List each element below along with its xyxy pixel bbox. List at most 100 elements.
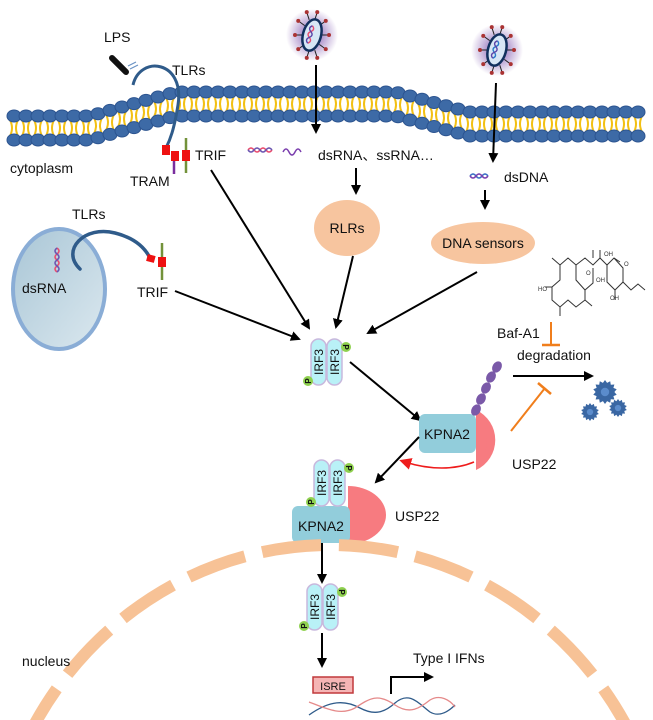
irf3-label: IRF3 xyxy=(312,349,326,375)
virus-genome xyxy=(490,40,498,59)
adaptor-block xyxy=(162,145,170,155)
phospho-group xyxy=(344,463,354,473)
nuclear-envelope-segment xyxy=(598,685,630,720)
svg-text:O: O xyxy=(624,262,629,268)
irf3-monomer xyxy=(322,583,339,631)
cytoplasm-label: cytoplasm xyxy=(10,160,73,176)
degraded-protein-fragments xyxy=(581,380,627,421)
irf3-label: IRF3 xyxy=(308,594,322,620)
nuclear-envelope-segment xyxy=(62,625,114,678)
virus-genome xyxy=(492,40,500,59)
dna-virus-icon xyxy=(471,24,523,76)
virus-spike-tip xyxy=(315,10,320,15)
dsdna-label: dsDNA xyxy=(504,169,549,185)
degraded-fragment-core xyxy=(614,404,622,412)
arrow-dna-sensors-to-irf3 xyxy=(366,271,478,334)
phospho-label: P xyxy=(307,499,316,505)
endosome-dsrna-label: dsRNA xyxy=(22,280,67,296)
irf3-monomer xyxy=(306,583,323,631)
arrow-irf3-to-kpna2 xyxy=(349,361,422,422)
usp22-label-left: USP22 xyxy=(395,508,440,524)
adaptor-block xyxy=(182,150,190,161)
tlr-membrane-receptor xyxy=(131,64,181,149)
phospho-group xyxy=(341,342,351,352)
virus-spike-tip xyxy=(304,55,309,60)
virus-spike-tip xyxy=(293,33,297,37)
phospho-group xyxy=(306,497,316,507)
nuclear-envelope-segment xyxy=(484,579,541,624)
virus-genome xyxy=(305,25,313,44)
rlrs-sensor xyxy=(314,200,380,256)
svg-text:OH: OH xyxy=(604,252,613,258)
kpna2-protein xyxy=(419,414,476,453)
phospho-group xyxy=(337,587,347,597)
nuclear-envelope-segment xyxy=(338,539,400,558)
irf3-label: IRF3 xyxy=(328,349,342,375)
arrow-kpna2-to-import-complex xyxy=(374,436,420,484)
baf-a1-label: Baf-A1 xyxy=(497,325,540,341)
ssrna-strand-icon xyxy=(282,148,302,156)
endosome-dsrna-helix-icon xyxy=(54,247,60,273)
arrow-usp22-deubiquitination xyxy=(399,458,475,470)
svg-text:OH: OH xyxy=(610,296,619,302)
virus-spike-tip xyxy=(489,70,494,75)
irf3-label: IRF3 xyxy=(315,470,329,496)
phospho-label: P xyxy=(337,589,346,595)
lipid-head xyxy=(630,129,646,143)
usp22-label-right: USP22 xyxy=(512,456,557,472)
trif-membrane-label: TRIF xyxy=(195,147,226,163)
kpna2-label: KPNA2 xyxy=(424,426,470,442)
nuclear-envelope-segment xyxy=(119,579,176,624)
virus-spike-tip xyxy=(481,33,486,38)
arrow-dna-virus-entry xyxy=(488,82,499,163)
lps-label: LPS xyxy=(104,29,130,45)
kpna2-protein-complex xyxy=(292,506,350,543)
arrow-trif-endosome-to-irf3 xyxy=(174,290,301,341)
kpna2-usp22-complex: KPNA2 xyxy=(419,361,502,470)
virus-spike-tip xyxy=(478,48,482,52)
type-i-ifns-label: Type I IFNs xyxy=(413,650,485,666)
transcription-start-arrow xyxy=(390,672,434,694)
phospho-label: P xyxy=(341,344,350,350)
virus-spike-tip xyxy=(489,25,494,30)
degraded-fragment-core xyxy=(586,408,594,416)
phospho-group xyxy=(303,376,313,386)
phospho-label: P xyxy=(344,465,353,471)
virus-spike-tip xyxy=(296,47,301,52)
virus-spike-tip xyxy=(508,33,513,38)
irf3-monomer xyxy=(326,338,343,386)
nuclear-envelope-segment xyxy=(30,685,62,720)
bafilomycin-a1-structure xyxy=(545,250,646,316)
nuclear-envelope-segment xyxy=(546,625,598,678)
tram-trif-adaptors xyxy=(162,138,190,174)
virus-spike-tip xyxy=(500,70,505,75)
phospho-label: P xyxy=(304,378,313,384)
bafilomycin-atom-labels: HO OH OH OH O O xyxy=(538,252,629,302)
arrow-trif-membrane-to-irf3 xyxy=(210,169,311,330)
rna-species-label: dsRNA、ssRNA… xyxy=(318,147,434,163)
usp22-inhibition-bar xyxy=(537,382,552,395)
endosome xyxy=(11,227,107,351)
dsdna-helix-icon xyxy=(469,173,489,179)
isre-element xyxy=(312,676,354,694)
virus-spike-tip xyxy=(481,62,486,67)
tlrs-membrane-label: TLRs xyxy=(172,62,205,78)
svg-text:OH: OH xyxy=(596,278,605,284)
dsrna-helix-icon xyxy=(247,147,273,153)
plasma-membrane xyxy=(6,85,646,147)
usp22-inhibition-line xyxy=(510,387,546,432)
virus-genome xyxy=(307,25,315,44)
nuclear-envelope-segment xyxy=(186,550,247,583)
rna-virus-icon xyxy=(286,9,338,61)
irf3-monomer xyxy=(329,459,346,507)
virus-spike-tip xyxy=(327,33,331,37)
virus-spike-tip xyxy=(296,18,301,23)
arrow-rlrs-to-irf3 xyxy=(333,255,354,329)
svg-text:O: O xyxy=(586,271,591,277)
phospho-label: P xyxy=(300,623,309,629)
tram-label: TRAM xyxy=(130,173,170,189)
lipid-head xyxy=(630,105,646,119)
lipid-heads xyxy=(6,85,646,147)
